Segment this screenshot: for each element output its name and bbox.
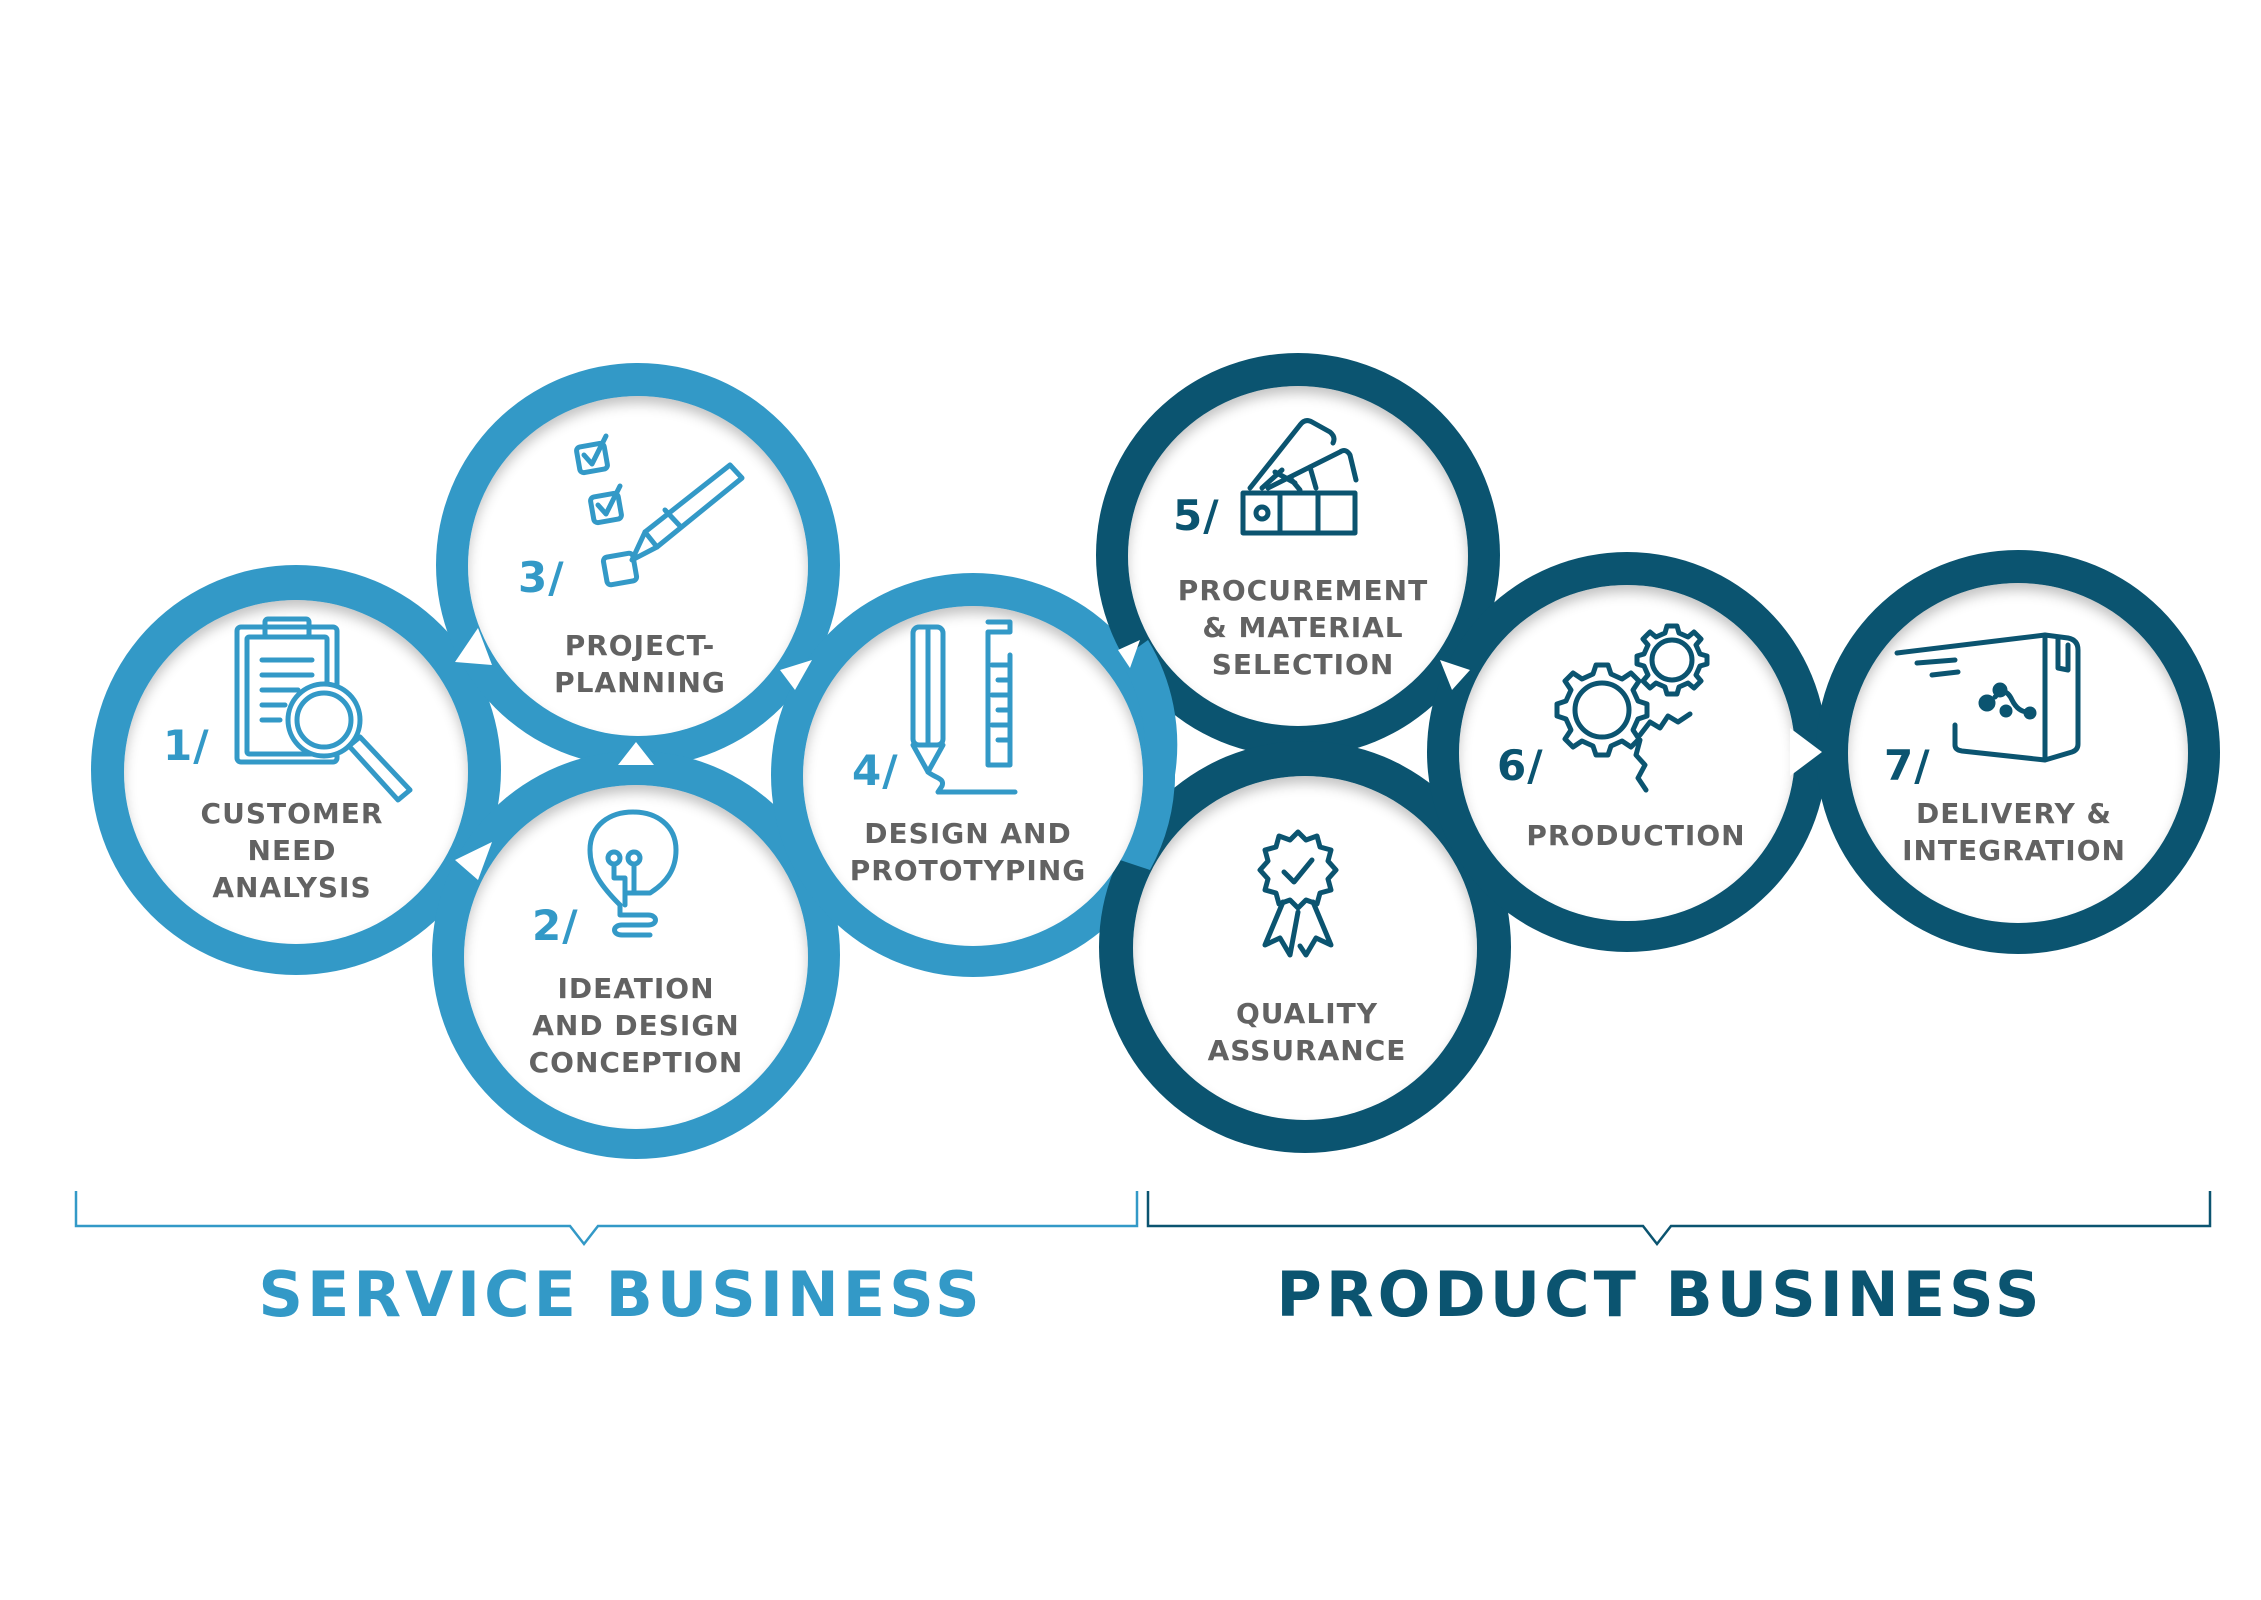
step-3-label-line-2: PLANNING [554, 666, 726, 699]
step-1-label-line-3: ANALYSIS [212, 871, 371, 904]
award-ribbon-icon [1257, 829, 1339, 958]
qa-label-line-2: ASSURANCE [1208, 1034, 1407, 1067]
interior-step-1 [124, 600, 468, 944]
clipboard-magnifier-icon [234, 616, 413, 803]
step-4-number: 4/ [852, 746, 899, 795]
step-5-label-line-3: SELECTION [1212, 648, 1395, 681]
step-6-label-line-1: PRODUCTION [1526, 819, 1745, 852]
interior-step-2 [464, 785, 808, 1129]
pointer-5-to-6 [1440, 660, 1470, 690]
step-2-label-line-1: IDEATION [557, 972, 714, 1005]
pointer-1-to-3 [455, 628, 492, 665]
product-bracket [1146, 1191, 2212, 1247]
step-1-label-line-2: NEED [248, 834, 337, 867]
product-business-title: PRODUCT BUSINESS [1276, 1258, 2043, 1331]
step-5-number: 5/ [1173, 491, 1220, 540]
step-1-number: 1/ [163, 721, 210, 770]
interior-step-6 [1459, 585, 1795, 921]
step-7-label-line-2: INTEGRATION [1902, 834, 2126, 867]
step-2-number: 2/ [532, 901, 579, 950]
pointer-1-to-2 [455, 842, 492, 880]
pointer-3-to-4 [780, 660, 812, 690]
ring-step-4-overlap [1120, 640, 1178, 870]
step-2-label-line-2: AND DESIGN [532, 1009, 739, 1042]
step-2-label-line-3: CONCEPTION [529, 1046, 744, 1079]
delivery-box-icon [1894, 632, 2081, 763]
pointer-2-to-3 [618, 742, 654, 765]
lightbulb-icon [587, 809, 679, 938]
step-4-label-line-1: DESIGN AND [864, 817, 1071, 850]
step-5-label-line-1: PROCUREMENT [1178, 574, 1428, 607]
flow-pointers [455, 628, 1822, 880]
interior-step-5 [1128, 386, 1468, 726]
gears-icon [1554, 623, 1710, 793]
interior-step-4 [803, 606, 1143, 946]
step-5-label-line-2: & MATERIAL [1202, 611, 1403, 644]
interior-step-7 [1848, 583, 2188, 923]
circle-interiors [124, 386, 2188, 1129]
step-1-label-line-1: CUSTOMER [201, 797, 384, 830]
pencil-ruler-icon [910, 619, 1018, 795]
step-3-label-line-1: PROJECT- [565, 629, 716, 662]
checklist-pencil-icon [574, 433, 745, 588]
service-business-title: SERVICE BUSINESS [258, 1258, 983, 1331]
interior-step-3 [468, 396, 808, 736]
pointer-6-to-7 [1790, 728, 1822, 776]
step-3-number: 3/ [518, 553, 565, 602]
step-7-number: 7/ [1884, 741, 1931, 790]
step-6-number: 6/ [1497, 741, 1544, 790]
interior-step-qa [1133, 776, 1477, 1120]
pointer-4-to-5 [1118, 640, 1140, 668]
step-4-label-line-2: PROTOTYPING [850, 854, 1087, 887]
color-swatch-icon [1240, 418, 1359, 536]
step-7-label-line-1: DELIVERY & [1916, 797, 2112, 830]
service-bracket [74, 1191, 1139, 1247]
group-brackets [74, 1191, 2212, 1247]
qa-label-line-1: QUALITY [1236, 997, 1378, 1030]
